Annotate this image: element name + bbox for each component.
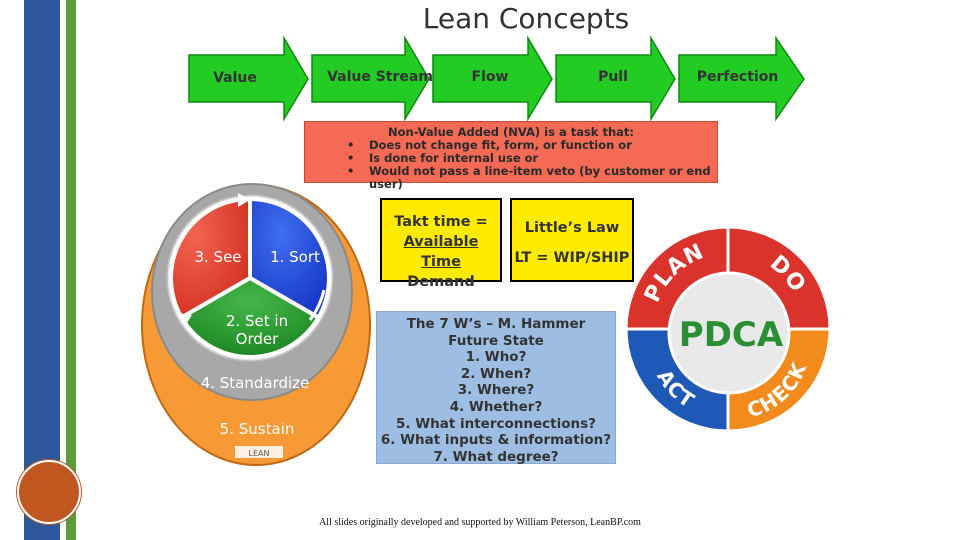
seven-ws-item: 2. When? (460, 365, 532, 382)
pdca-wheel: PDCA PLAN DO ACT CHECK (624, 226, 832, 432)
pdca-center-label: PDCA (679, 315, 784, 355)
takt-line2: Available Time (403, 234, 479, 270)
left-stripe-white (60, 0, 66, 540)
seven-ws-item: 5. What interconnections? (396, 415, 596, 432)
five-s-set-line1: 2. Set in (226, 312, 288, 330)
pdca-center (667, 271, 791, 395)
arrow-label-pull: Pull (598, 69, 628, 85)
seven-ws-title: The 7 W’s – M. Hammer (406, 316, 586, 332)
lean-logo-text: LEAN (249, 449, 270, 458)
arrow-label-value: Value (213, 70, 257, 86)
seven-ws-item: 7. What degree? (433, 448, 559, 465)
takt-line3: Demand (407, 274, 475, 290)
five-s-sort: 1. Sort (270, 248, 320, 266)
nva-item: Does not change fit, form, or function o… (347, 139, 717, 153)
arrow-label-value-stream: Value Stream (327, 69, 433, 85)
takt-line1: Takt time = (394, 214, 488, 230)
nva-heading: Non-Value Added (NVA) is a task that: (387, 125, 635, 139)
five-s-set-line2: Order (236, 330, 279, 348)
arrow-value-stream (311, 35, 430, 121)
five-s-diagram: 3. See 1. Sort 2. Set in Order 4. Standa… (141, 183, 371, 466)
footer-credit: All slides originally developed and supp… (319, 517, 641, 528)
seven-ws-subtitle: Future State (448, 332, 544, 349)
littles-law-formula: LT = WIP/SHIP (514, 250, 630, 266)
nva-item: Would not pass a line-item veto (by cust… (347, 165, 717, 191)
arrow-label-perfection: Perfection (696, 69, 779, 85)
arrow-perfection (678, 35, 805, 121)
takt-time-box: Takt time = Available Time Demand (380, 198, 502, 290)
five-s-sustain: 5. Sustain (220, 420, 295, 438)
nva-definition-box: Non-Value Added (NVA) is a task that: Do… (304, 121, 718, 191)
left-stripe-blue (24, 0, 60, 540)
five-s-see: 3. See (194, 248, 241, 266)
nva-list: Does not change fit, form, or function o… (305, 139, 717, 191)
left-stripe-green (66, 0, 76, 540)
nva-item: Is done for internal use or (347, 152, 717, 166)
seven-ws-item: 6. What inputs & information? (380, 432, 612, 449)
five-s-standardize: 4. Standardize (201, 374, 310, 392)
littles-law-title: Little’s Law (524, 220, 620, 236)
arrow-flow (432, 35, 553, 121)
seven-ws-item: 4. Whether? (449, 398, 543, 415)
seven-ws-box: The 7 W’s – M. Hammer Future State 1. Wh… (376, 311, 616, 465)
lean-logo (235, 446, 283, 458)
arrow-pull (555, 35, 676, 121)
littles-law-box: Little’s Law LT = WIP/SHIP (510, 198, 634, 282)
arrow-label-flow: Flow (471, 69, 509, 85)
page-title: Lean Concepts (422, 2, 630, 35)
principles-arrow-row (188, 35, 805, 121)
seven-ws-item: 3. Where? (457, 382, 535, 399)
arrow-value (188, 35, 309, 121)
decorative-circle (17, 460, 81, 524)
seven-ws-item: 1. Who? (465, 349, 527, 366)
inner-cycle (166, 193, 334, 362)
